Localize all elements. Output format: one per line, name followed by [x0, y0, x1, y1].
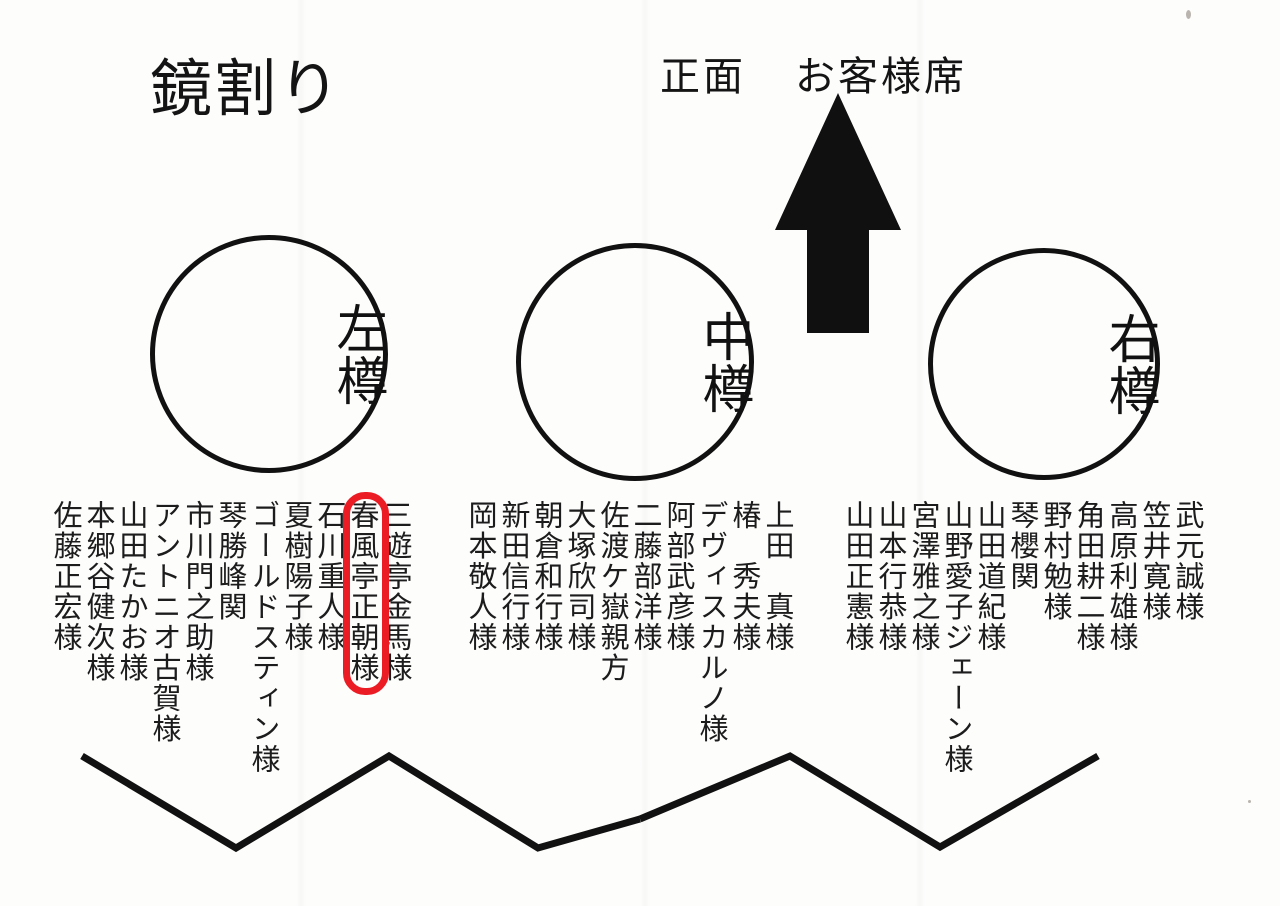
- name-column: 高原利雄様: [1105, 500, 1139, 653]
- barrel-middle: 中樽: [516, 243, 754, 481]
- name-list-right: 武元誠様 笠井寛様 高原利雄様 角田耕二様 野村勉様 琴櫻関 山田道紀様 山野愛…: [839, 500, 1205, 800]
- name-column: 新田信行様: [497, 500, 531, 653]
- name-column: 笠井寛様: [1138, 500, 1172, 622]
- name-column: 春風亭正朝様: [346, 500, 380, 683]
- name-column: 山田道紀様: [973, 500, 1007, 653]
- name-column: 椿 秀夫様: [728, 500, 762, 653]
- name-column: 山田正憲様: [841, 500, 875, 653]
- name-column: 本郷谷健次様: [82, 500, 116, 683]
- up-arrow-icon: [772, 90, 904, 335]
- name-column: 佐藤正宏様: [49, 500, 83, 653]
- name-column: 大塚欣司様: [563, 500, 597, 653]
- front-label: 正面: [660, 54, 746, 100]
- name-column: アントニオ古賀様: [148, 500, 182, 744]
- page-title: 鏡割り: [150, 52, 343, 125]
- name-column: 山野愛子ジェーン様: [940, 500, 974, 775]
- zigzag-stage-line: [0, 720, 1280, 880]
- barrel-left-label: 左樽: [327, 302, 387, 406]
- name-column: 市川門之助様: [181, 500, 215, 683]
- name-column: 琴櫻関: [1006, 500, 1040, 592]
- barrel-left: 左樽: [150, 235, 388, 473]
- name-column: 山田たかお様: [115, 500, 149, 683]
- name-column: 阿部武彦様: [662, 500, 696, 653]
- name-column: 武元誠様: [1171, 500, 1205, 622]
- barrel-middle-label: 中樽: [693, 310, 753, 414]
- name-column: ゴールドスティン様: [247, 500, 281, 775]
- name-column: 琴勝峰関: [214, 500, 248, 622]
- barrel-right: 右樽: [928, 248, 1160, 480]
- scan-speck: [1186, 10, 1191, 19]
- name-column: 二藤部洋様: [629, 500, 663, 653]
- name-list-middle: 上田 真様 椿 秀夫様 デヴィスカルノ様 阿部武彦様 二藤部洋様 佐渡ケ嶽親方 …: [462, 500, 795, 800]
- guest-seats-label: お客様席: [795, 54, 967, 100]
- name-column: 宮澤雅之様: [907, 500, 941, 653]
- name-column: デヴィスカルノ様: [695, 500, 729, 744]
- name-column: 佐渡ケ嶽親方: [596, 500, 630, 683]
- name-column: 朝倉和行様: [530, 500, 564, 653]
- name-column: 上田 真様: [761, 500, 795, 653]
- name-column: 石川重人様: [313, 500, 347, 653]
- name-column: 野村勉様: [1039, 500, 1073, 622]
- name-column: 夏樹陽子様: [280, 500, 314, 653]
- name-column: 山本行恭様: [874, 500, 908, 653]
- name-column: 角田耕二様: [1072, 500, 1106, 653]
- name-column: 岡本敬人様: [464, 500, 498, 653]
- barrel-right-label: 右樽: [1099, 312, 1159, 416]
